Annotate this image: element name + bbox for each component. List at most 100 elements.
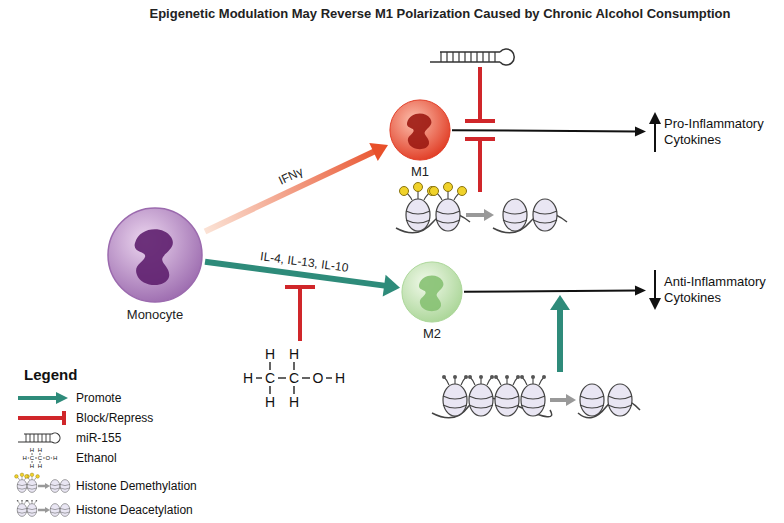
art-path (18, 411, 64, 425)
atom-symbol: C (289, 371, 299, 385)
art-rect (24, 434, 52, 442)
arrow-head (369, 143, 388, 161)
mir155-hairpin (430, 49, 514, 65)
art-polygon (566, 394, 576, 406)
art-use (27, 480, 37, 493)
art-use (520, 375, 546, 385)
atom-symbol: H (265, 395, 275, 409)
atom-symbol: H (38, 447, 42, 453)
block-mark (465, 67, 495, 121)
art-use (442, 375, 468, 385)
art-g (50, 480, 60, 493)
art-polygon (45, 483, 50, 489)
art-use (533, 199, 557, 231)
art-path (18, 433, 60, 443)
art-use (50, 504, 60, 517)
connector-line (205, 151, 375, 231)
art-use (495, 384, 519, 416)
block-mark (285, 287, 315, 341)
methylated-chromatin (432, 375, 640, 418)
chemical-bond (278, 377, 286, 378)
atom-symbol: H (30, 463, 34, 469)
art-use (430, 183, 467, 201)
art-use (27, 500, 37, 504)
art-use (469, 384, 493, 416)
art-use (25, 473, 40, 480)
art-use (503, 199, 527, 231)
art-use (17, 504, 27, 517)
art-polygon (45, 507, 50, 513)
connector (452, 126, 646, 136)
atom-symbol: H (289, 395, 299, 409)
art-use (494, 375, 520, 385)
art-use (468, 375, 494, 385)
acetylated-chromatin (396, 183, 567, 233)
chemical-bond (293, 386, 294, 394)
art-use (60, 480, 70, 493)
atom-symbol: H (53, 455, 57, 461)
atom-symbol: C (30, 455, 34, 461)
cell-body (105, 205, 205, 305)
trend-arrow (646, 110, 664, 154)
chemical-bond (43, 458, 45, 459)
arrow-head (635, 126, 646, 136)
atom-symbol: C (265, 371, 275, 385)
trend-arrow-shaft (654, 270, 656, 300)
cytokine-text-group: Pro-Inflammatory Cytokines (664, 116, 770, 148)
cell-label: M2 (400, 326, 464, 342)
atom-symbol: C (38, 455, 42, 461)
promote-head (550, 295, 570, 310)
art-use (443, 384, 467, 416)
art-circle (390, 100, 450, 160)
chemical-bond (32, 453, 33, 455)
promote-mark (557, 308, 563, 372)
art-g (60, 504, 70, 517)
chemical-bond (51, 458, 52, 459)
art-g (60, 480, 70, 493)
chemical-bond (39, 461, 40, 463)
art-path (18, 396, 58, 400)
chemical-bond (35, 458, 37, 459)
chemical-bond (269, 386, 270, 394)
legend-label: Histone Demethylation (76, 478, 197, 494)
art-use (17, 500, 27, 504)
art-path (430, 49, 514, 65)
legend-label: Promote (76, 390, 121, 406)
chemical-bond (256, 377, 262, 378)
art-use (406, 199, 430, 231)
art-path (38, 509, 45, 512)
art-use (60, 504, 70, 517)
art-use (608, 384, 632, 416)
legend-label: miR-155 (76, 430, 121, 446)
atom-symbol: H (38, 463, 42, 469)
atom-symbol: H (335, 371, 345, 385)
cell-body (400, 260, 464, 324)
cytokine-node: Pro-Inflammatory Cytokines (646, 110, 772, 154)
cytokine-label: Pro-Inflammatory Cytokines (664, 116, 770, 148)
atom-symbol: O (313, 371, 324, 385)
cell-node: M2 (400, 260, 464, 342)
cell-label: Monocyte (105, 307, 205, 323)
legend-label: Ethanol (76, 450, 117, 466)
legend-label: Histone Deacetylation (76, 502, 193, 518)
art-use (580, 384, 604, 416)
art-use (27, 504, 37, 517)
atom-symbol: H (289, 347, 299, 361)
connector-line (452, 130, 637, 131)
art-path (135, 229, 173, 285)
arrow-head (383, 275, 400, 297)
art-path (550, 398, 566, 402)
cytokine-label: Anti-Inflammatory Cytokines (664, 274, 770, 306)
chemical-bond (39, 453, 40, 455)
art-path (38, 485, 45, 488)
art-use (50, 480, 60, 493)
art-polygon (56, 392, 68, 404)
atom-symbol: H (30, 447, 34, 453)
art-circle (402, 262, 462, 322)
chemical-bond (302, 377, 310, 378)
trend-arrow-head (649, 112, 661, 124)
legend-heading: Legend (24, 366, 77, 384)
art-path (419, 276, 443, 312)
chemical-bond (326, 377, 332, 378)
